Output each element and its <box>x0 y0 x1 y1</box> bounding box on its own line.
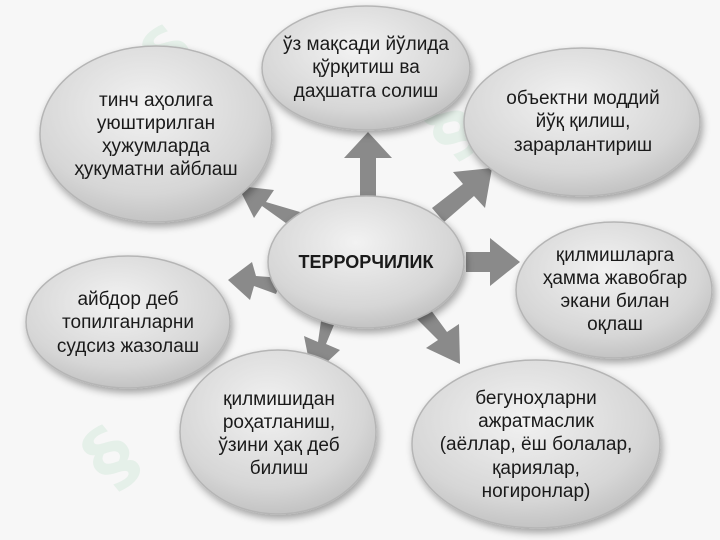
arrows <box>228 132 520 376</box>
node-top-text: ўз мақсади йўлида қўрқитиш ва даҳшатга с… <box>283 34 449 102</box>
node-top-left-ellipse <box>39 45 273 223</box>
arrow-top-right <box>432 168 492 222</box>
node-top-left-text: тинч аҳолига уюштирилган ҳужумларда ҳуку… <box>74 89 238 181</box>
node-top-ellipse <box>261 5 471 131</box>
node-top-right-ellipse <box>463 47 701 197</box>
node-bottom-left-text: қилмишидан роҳатланиш, ўзини ҳақ деб бил… <box>218 388 340 480</box>
center-label: ТЕРРОРЧИЛИК <box>298 251 434 272</box>
node-right-ellipse <box>515 221 713 359</box>
node-left-ellipse <box>25 255 231 389</box>
arrow-left <box>228 262 282 300</box>
arrow-top <box>344 132 392 200</box>
node-bottom-right-text: бегуноҳларни ажратмаслик (аёллар, ёш бол… <box>439 388 633 502</box>
node-left-text: айбдор деб топилганларни судсиз жазолаш <box>56 289 200 357</box>
node-bottom-left-ellipse <box>179 349 377 515</box>
node-bottom-right-ellipse <box>411 359 661 529</box>
arrow-top-left <box>238 186 300 226</box>
node-top-right-text: объектни моддий йўқ қилиш, зарарлантириш <box>506 88 660 156</box>
arrow-bottom-right <box>414 306 460 364</box>
node-right-text: қилмишларга ҳамма жавобгар экани билан о… <box>542 244 688 336</box>
arrow-right <box>466 238 520 286</box>
center-ellipse <box>267 195 465 329</box>
